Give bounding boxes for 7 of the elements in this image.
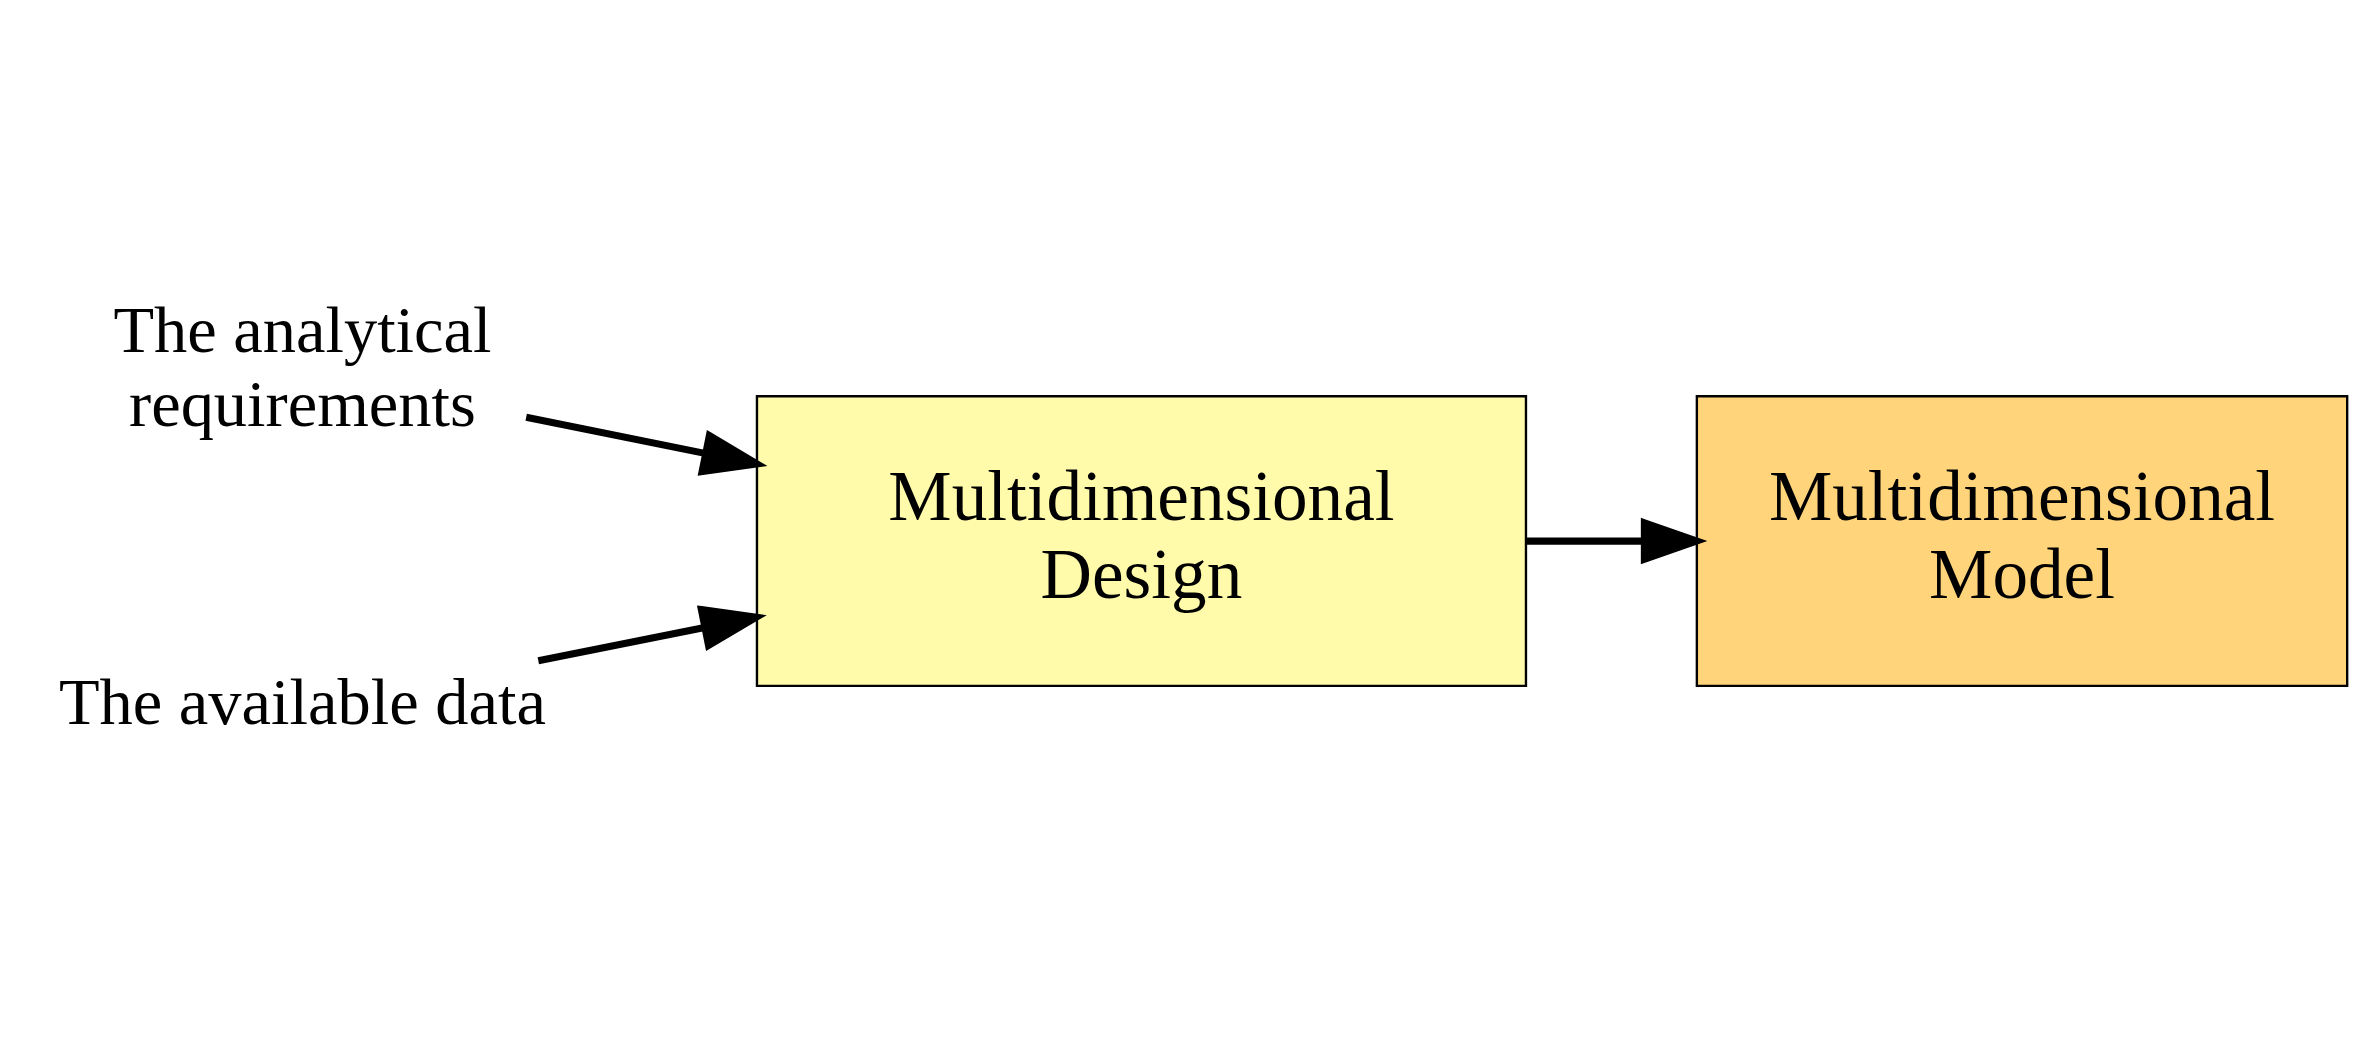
arrow — [525, 413, 768, 476]
node-text: The analytical requirements — [113, 293, 492, 440]
node-text: The available data — [58, 664, 546, 738]
node-box: Multidimensional Design — [755, 395, 1528, 688]
arrow — [1526, 517, 1708, 565]
node-box: Multidimensional Model — [1695, 395, 2349, 688]
arrow — [537, 605, 767, 665]
